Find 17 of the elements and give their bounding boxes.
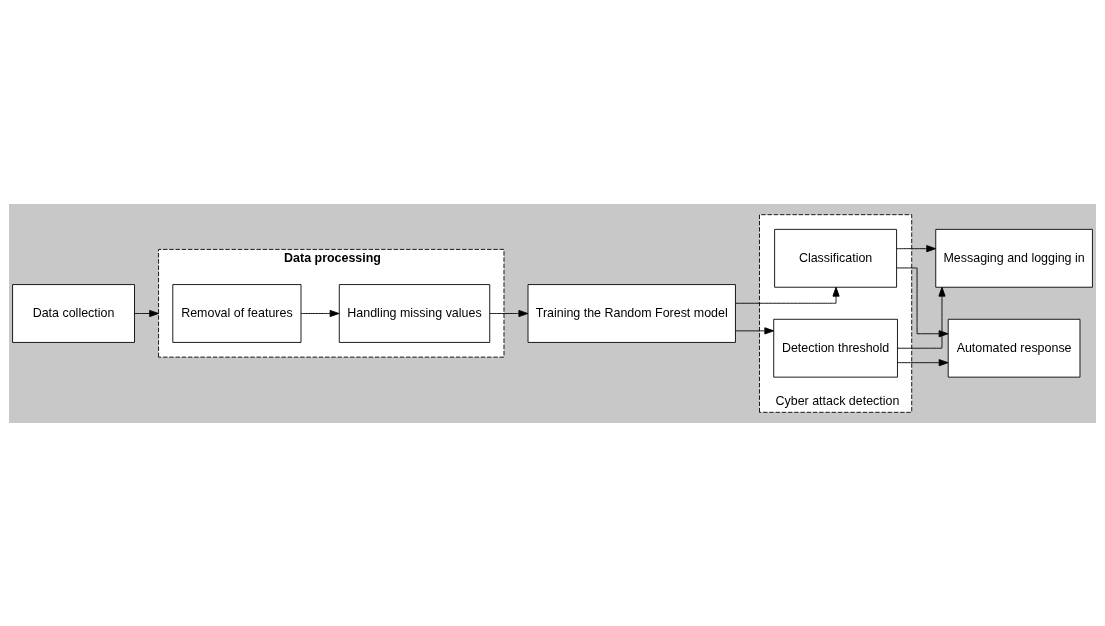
arrow — [300, 309, 340, 317]
node-box: Classification — [774, 228, 898, 288]
arrow — [897, 286, 946, 349]
arrow — [735, 326, 775, 334]
node-box: Data collection — [12, 283, 135, 343]
arrow — [896, 267, 949, 337]
node-box: Automated response — [947, 318, 1081, 378]
node-box: Messaging and logging in — [935, 228, 1093, 288]
node-box: Training the Random Forest model — [527, 283, 736, 343]
arrow — [735, 286, 840, 304]
node-box: Detection threshold — [773, 318, 898, 378]
arrow — [489, 309, 529, 317]
node-box: Removal of features — [172, 283, 302, 343]
arrow — [897, 358, 949, 366]
arrow — [134, 309, 159, 317]
arrow — [896, 244, 937, 252]
node-box: Handling missing values — [338, 283, 491, 343]
